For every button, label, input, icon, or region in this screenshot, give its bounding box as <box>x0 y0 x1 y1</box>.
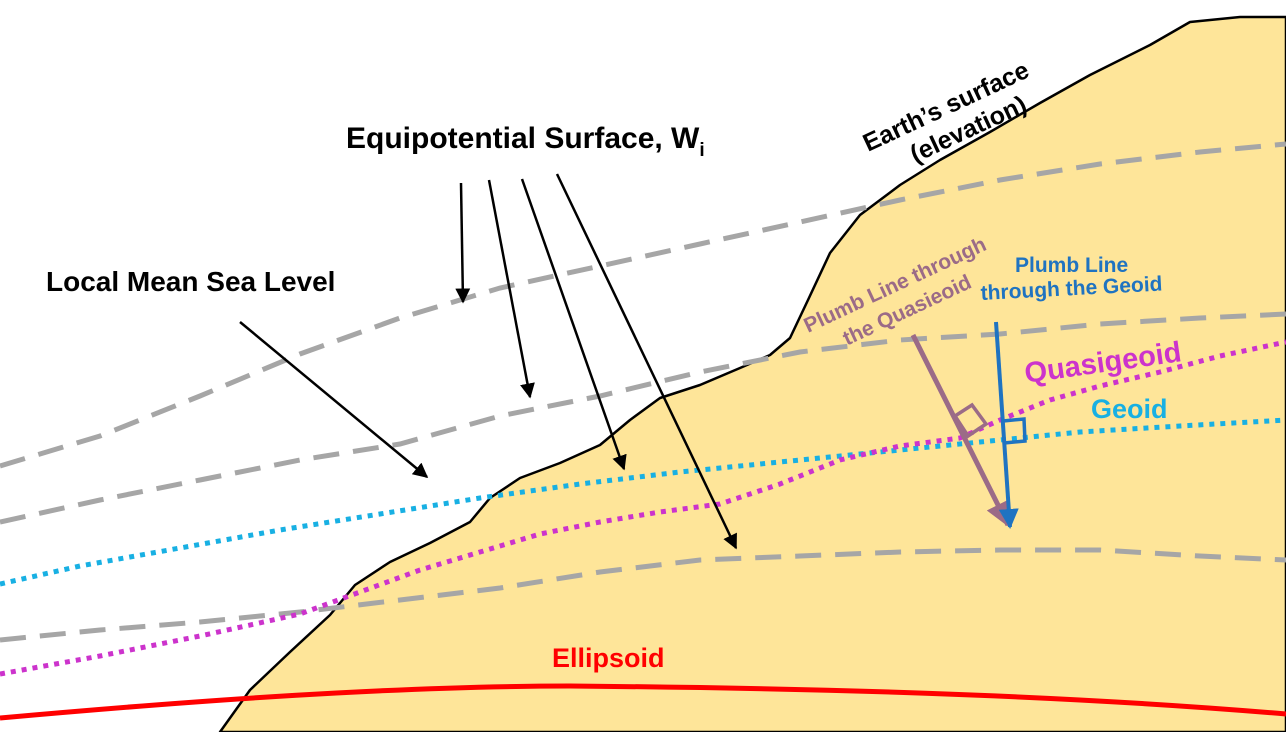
geoid-line <box>0 417 1286 587</box>
lmsl-label: Local Mean Sea Level <box>46 266 335 297</box>
geoid-label: Geoid <box>1091 394 1168 424</box>
equipotential-arrow-2 <box>487 179 535 399</box>
equipotential-arrow-3 <box>520 178 627 471</box>
plumb-line-quasigeoid <box>910 333 1011 528</box>
equipotential-label-subscript: i <box>699 140 704 161</box>
quasigeoid-line <box>0 339 1286 677</box>
equipotential-line-3 <box>0 547 1286 643</box>
equipotential-line-2 <box>0 311 1286 525</box>
plumb-line-geoid <box>994 321 1019 529</box>
equipotential-label-main: Equipotential Surface, W <box>346 122 700 155</box>
lmsl-arrow <box>239 321 429 478</box>
equipotential-arrow-1 <box>455 182 471 304</box>
plumb-geoid-label-line1: Plumb Line <box>1015 254 1128 277</box>
equipotential-arrow-4 <box>555 173 738 550</box>
equipotential-line-1 <box>0 141 1286 469</box>
ellipsoid-line <box>0 683 1286 721</box>
equipotential-label: Equipotential Surface, Wi <box>346 122 705 161</box>
ellipsoid-label: Ellipsoid <box>552 643 665 673</box>
plumb-quasi-right-angle <box>952 402 989 439</box>
plumb-geoid-right-angle <box>1002 417 1027 445</box>
